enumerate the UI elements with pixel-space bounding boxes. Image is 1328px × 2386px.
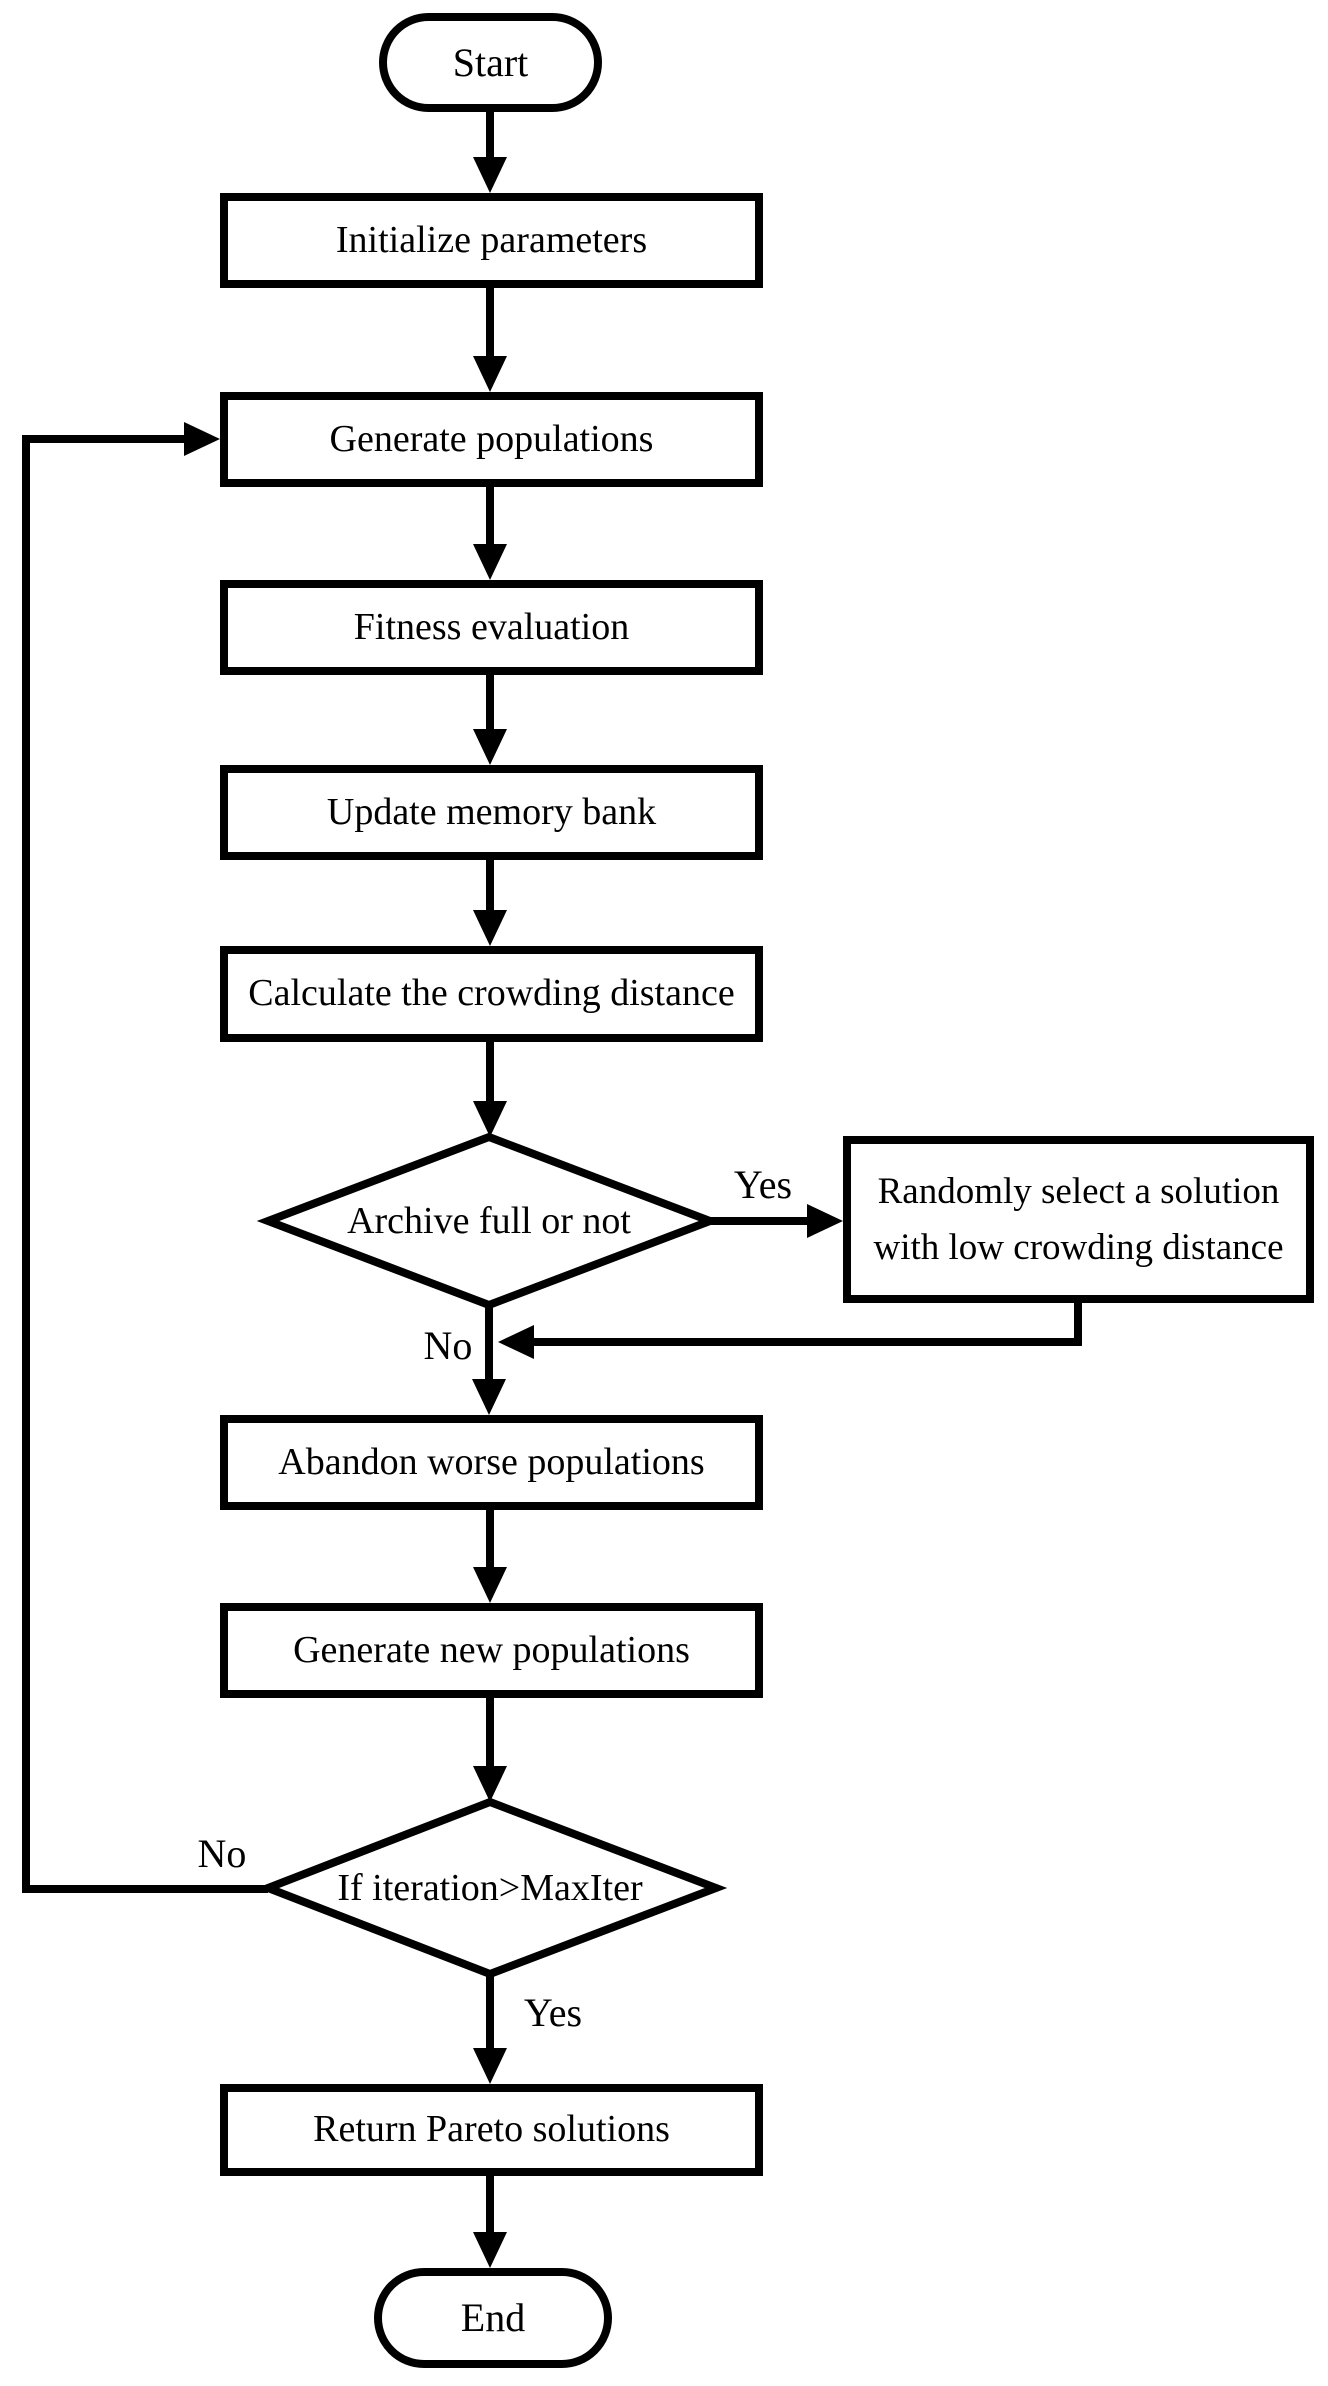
node-end: End: [374, 2268, 612, 2368]
edge-label-archive-yes: Yes: [733, 1161, 793, 1207]
node-randomly-select-line2: with low crowding distance: [873, 1226, 1284, 1268]
edge-update-crowding: [473, 860, 507, 946]
edge-iteration-no-loop: [22, 422, 268, 1893]
node-iteration-check-decision: If iteration>MaxIter: [337, 1867, 643, 1909]
node-randomly-select-solution: Randomly select a solution with low crow…: [843, 1136, 1314, 1303]
edge-label-iteration-yes: Yes: [523, 1989, 583, 2035]
node-generate-new-populations: Generate new populations: [220, 1603, 763, 1698]
edge-generate-fitness: [473, 487, 507, 580]
edge-abandon-generate-new: [473, 1510, 507, 1603]
node-return-pareto-solutions: Return Pareto solutions: [220, 2084, 763, 2176]
edge-return-end: [473, 2176, 507, 2268]
edge-random-select-return: [498, 1303, 1082, 1359]
edge-initialize-generate: [473, 288, 507, 392]
node-abandon-worse-populations: Abandon worse populations: [220, 1415, 763, 1510]
node-generate-populations: Generate populations: [220, 392, 763, 487]
edge-archive-yes: [710, 1204, 843, 1238]
node-start: Start: [379, 13, 602, 112]
edge-label-archive-no: No: [423, 1322, 473, 1368]
node-initialize-parameters: Initialize parameters: [220, 193, 763, 288]
edge-start-initialize: [473, 112, 507, 193]
edge-fitness-update: [473, 675, 507, 765]
node-archive-full-decision: Archive full or not: [347, 1200, 631, 1242]
edge-generate-new-iteration: [473, 1698, 507, 1802]
edge-crowding-archive: [473, 1042, 507, 1137]
edge-iteration-yes: [473, 1974, 507, 2084]
edge-label-iteration-no: No: [197, 1830, 247, 1876]
node-update-memory-bank: Update memory bank: [220, 765, 763, 860]
edge-archive-no: [472, 1305, 506, 1415]
node-calculate-crowding-distance: Calculate the crowding distance: [220, 946, 763, 1042]
node-fitness-evaluation: Fitness evaluation: [220, 580, 763, 675]
node-randomly-select-line1: Randomly select a solution: [877, 1171, 1280, 1212]
